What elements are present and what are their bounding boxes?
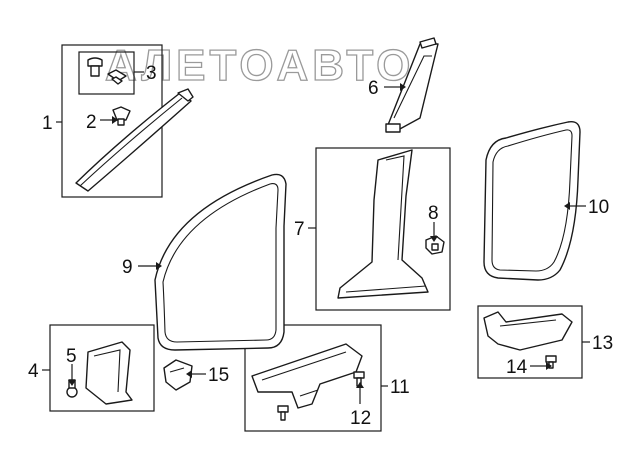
group-box-4: [49, 324, 155, 412]
arrow-5: [68, 380, 76, 386]
arrow-2: [112, 116, 118, 124]
part-3-clips: [87, 57, 127, 85]
callout-2: 2: [86, 112, 97, 133]
part-11-sill-trim: [251, 343, 363, 409]
callout-15: 15: [208, 365, 229, 386]
part-12-clip-lower: [277, 405, 289, 421]
watermark-logo: АЛЕТОАВТО: [105, 41, 414, 90]
callout-11: 11: [390, 377, 410, 398]
part-7-pillar-lower: [337, 149, 429, 299]
callout-4: 4: [28, 361, 39, 382]
part-9-weatherstrip: [154, 173, 287, 351]
callout-5: 5: [66, 346, 77, 367]
callout-6: 6: [368, 78, 379, 99]
arrow-10: [564, 202, 570, 210]
part-6-upper-trim: [385, 37, 439, 133]
arrow-8: [430, 236, 438, 242]
leader-lines: [42, 71, 590, 404]
arrow-9: [156, 262, 162, 270]
arrow-6: [400, 83, 406, 91]
group-box-3: [78, 51, 135, 95]
part-15-bracket: [163, 359, 193, 391]
part-13-side-trim: [483, 311, 573, 351]
group-box-11: [244, 324, 382, 432]
callout-9: 9: [122, 257, 133, 278]
arrowheads: [68, 83, 570, 388]
callout-1: 1: [42, 113, 53, 134]
arrow-14: [546, 362, 552, 370]
group-box-7: [315, 147, 451, 311]
callout-12: 12: [350, 408, 371, 429]
callout-14: 14: [506, 357, 528, 378]
part-2-clip: [112, 106, 131, 126]
part-4-kick-trim: [85, 341, 133, 405]
callout-13: 13: [592, 333, 613, 354]
callout-3: 3: [146, 63, 157, 84]
part-1-pillar-trim: [75, 88, 194, 192]
part-10-weatherstrip: [483, 121, 581, 281]
arrow-15: [186, 370, 192, 378]
arrow-12: [356, 382, 364, 388]
part-8-clip: [425, 235, 445, 255]
callout-10: 10: [588, 197, 609, 218]
callout-7: 7: [294, 219, 305, 240]
callout-8: 8: [428, 203, 439, 224]
